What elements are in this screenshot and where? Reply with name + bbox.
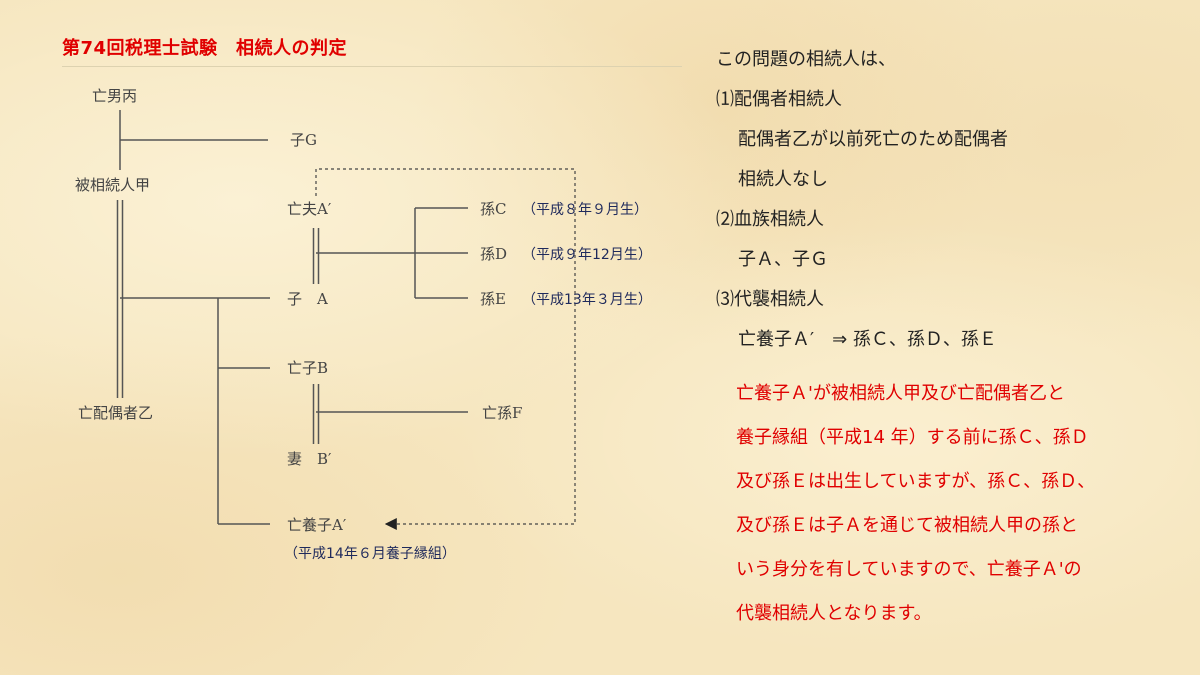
person-adopted-a-prime: 亡養子A′ — [287, 516, 347, 534]
item1-line2: 相続人なし — [738, 169, 828, 190]
note-adoption: （平成14年６月養子縁組） — [284, 545, 456, 562]
red-explanation-line: 代襲相続人となります。 — [736, 603, 932, 624]
person-decedent: 被相続人甲 — [75, 176, 150, 194]
title-divider — [62, 66, 682, 67]
person-grandchild-d: 孫D — [480, 245, 507, 263]
person-spouse: 亡配偶者乙 — [78, 404, 153, 422]
tree-lines — [119, 110, 468, 525]
person-child-b: 亡子B — [287, 359, 328, 377]
item2-line1: 子Ａ、子Ｇ — [738, 249, 828, 270]
red-explanation-line: いう身分を有していますので、亡養子Ａ'の — [736, 559, 1082, 580]
note-birth-e: （平成13年３月生） — [522, 292, 652, 308]
dashed-identity-connector — [315, 168, 576, 530]
person-male-hei: 亡男丙 — [92, 87, 137, 105]
red-explanation-line: 養子縁組（平成14 年）する前に孫Ｃ、孫Ｄ — [736, 427, 1089, 448]
item3-line1: 亡養子Ａ′ ⇒ 孫Ｃ、孫Ｄ、孫Ｅ — [738, 329, 997, 350]
person-husband-a-prime: 亡夫A′ — [287, 200, 332, 218]
note-birth-d: （平成９年12月生） — [522, 247, 652, 263]
marriage-lines — [116, 200, 320, 444]
red-explanation-line: 及び孫Ｅは子Ａを通じて被相続人甲の孫と — [736, 515, 1078, 536]
person-child-a: 子 A — [287, 290, 328, 308]
person-child-g: 子G — [290, 131, 317, 149]
red-explanation-line: 亡養子Ａ'が被相続人甲及び亡配偶者乙と — [736, 383, 1065, 404]
item1-line1: 配偶者乙が以前死亡のため配偶者 — [738, 129, 1008, 150]
red-explanation-block: 亡養子Ａ'が被相続人甲及び亡配偶者乙と 養子縁組（平成14 年）する前に孫Ｃ、孫… — [716, 372, 1176, 636]
person-grandchild-c: 孫C — [480, 200, 506, 218]
person-grandchild-f: 亡孫F — [482, 404, 522, 422]
person-grandchild-e: 孫E — [480, 290, 506, 308]
explanation-intro: この問題の相続人は、 — [716, 49, 896, 70]
item3-heading: ⑶代襲相続人 — [716, 289, 824, 310]
red-explanation-line: 及び孫Ｅは出生していますが、孫Ｃ、孫Ｄ、 — [736, 471, 1096, 492]
item1-heading: ⑴配偶者相続人 — [716, 89, 842, 110]
slide-title: 第74回税理士試験 相続人の判定 — [62, 38, 348, 59]
family-tree-diagram: 亡男丙 子G 被相続人甲 亡夫A′ 子 A 亡子B 妻 B′ 亡配偶者乙 亡養子… — [75, 87, 652, 562]
note-birth-c: （平成８年９月生） — [522, 202, 648, 218]
person-wife-b-prime: 妻 B′ — [287, 450, 332, 468]
explanation-panel: この問題の相続人は、 ⑴配偶者相続人 配偶者乙が以前死亡のため配偶者 相続人なし… — [716, 40, 1176, 636]
item2-heading: ⑵血族相続人 — [716, 209, 824, 230]
